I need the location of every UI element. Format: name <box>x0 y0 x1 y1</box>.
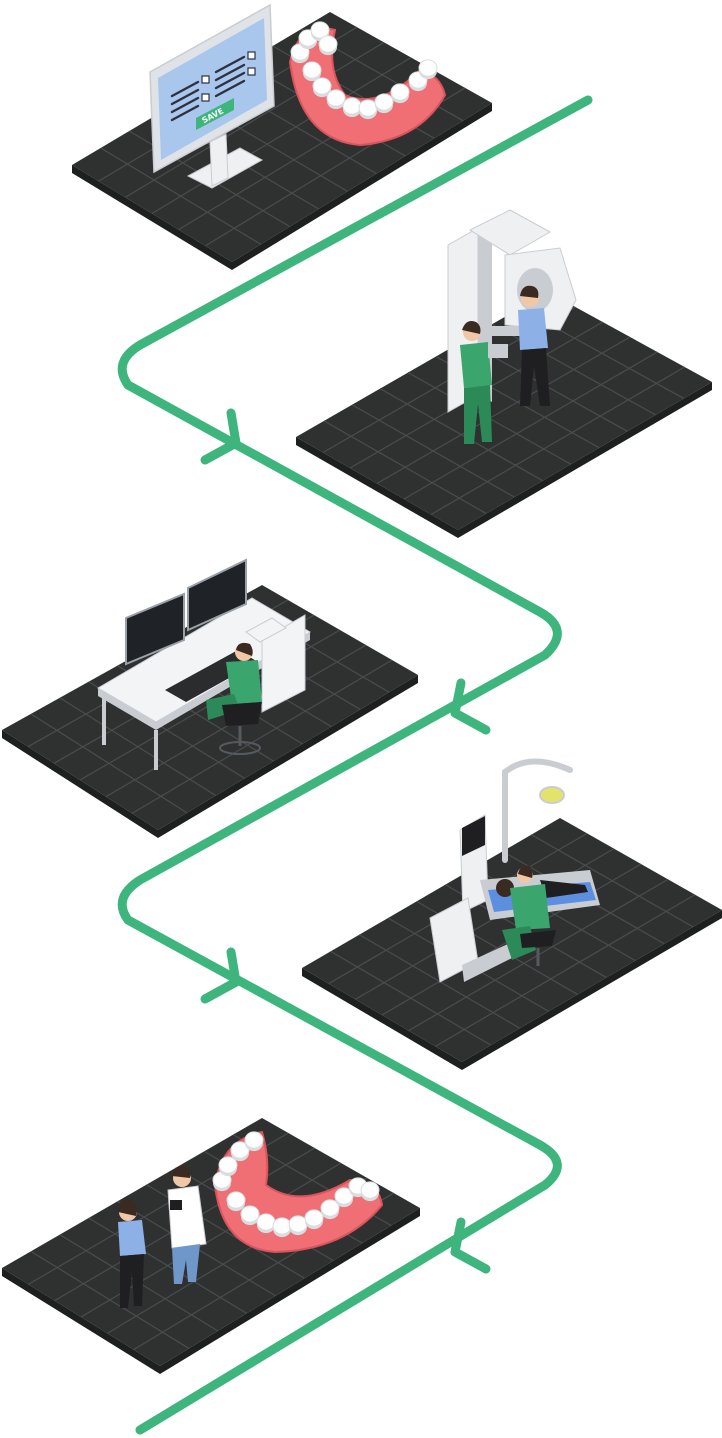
teeth-row <box>290 21 438 120</box>
checkbox-icon <box>201 93 210 102</box>
scanner-arm <box>468 209 552 256</box>
drawer-unit <box>261 614 306 713</box>
patient-person <box>518 285 550 406</box>
arrow-chevron-icon <box>200 947 241 1004</box>
clipboard <box>245 617 287 643</box>
denture-model-upper <box>288 21 447 147</box>
monitor-neck <box>209 133 229 187</box>
chair-seat <box>222 702 262 726</box>
doctor-person <box>167 1165 207 1284</box>
monitor-screen <box>158 18 267 160</box>
arrow-chevron-icon <box>450 1217 491 1274</box>
arrow-chevron-icon <box>450 678 491 735</box>
planning-monitor: SAVE <box>149 3 275 189</box>
step-result <box>2 1118 420 1374</box>
workflow-path <box>117 95 593 1435</box>
step-design <box>2 558 418 838</box>
technician-person <box>460 321 508 444</box>
dental-lamp <box>539 786 565 804</box>
dental-design-monitor <box>187 558 247 632</box>
form-lines <box>170 55 246 122</box>
floor-tile <box>2 1118 420 1374</box>
checkbox-icon <box>201 75 210 84</box>
step-imaging <box>296 209 712 538</box>
step-planning: SAVE <box>72 3 492 270</box>
instrument-tray <box>462 943 512 982</box>
teeth-row <box>212 1131 380 1238</box>
floor-tile <box>296 292 712 538</box>
patient-woman <box>118 1199 146 1308</box>
patient-lying <box>496 879 588 898</box>
designer-person <box>206 642 262 755</box>
checkbox-icon <box>247 67 256 76</box>
save-button <box>196 98 234 130</box>
tablet-icon <box>488 344 508 358</box>
connector-line <box>117 95 593 1435</box>
checkbox-icon <box>247 51 256 60</box>
floor-tile <box>72 12 492 270</box>
dentist-person <box>502 865 556 966</box>
tablet-icon <box>170 1200 182 1210</box>
lamp-arm <box>502 758 573 863</box>
step-surgery <box>302 758 722 1070</box>
arrow-chevron-icon <box>200 408 241 465</box>
ct-monitor <box>125 592 185 666</box>
denture-model-lower <box>212 1130 384 1254</box>
